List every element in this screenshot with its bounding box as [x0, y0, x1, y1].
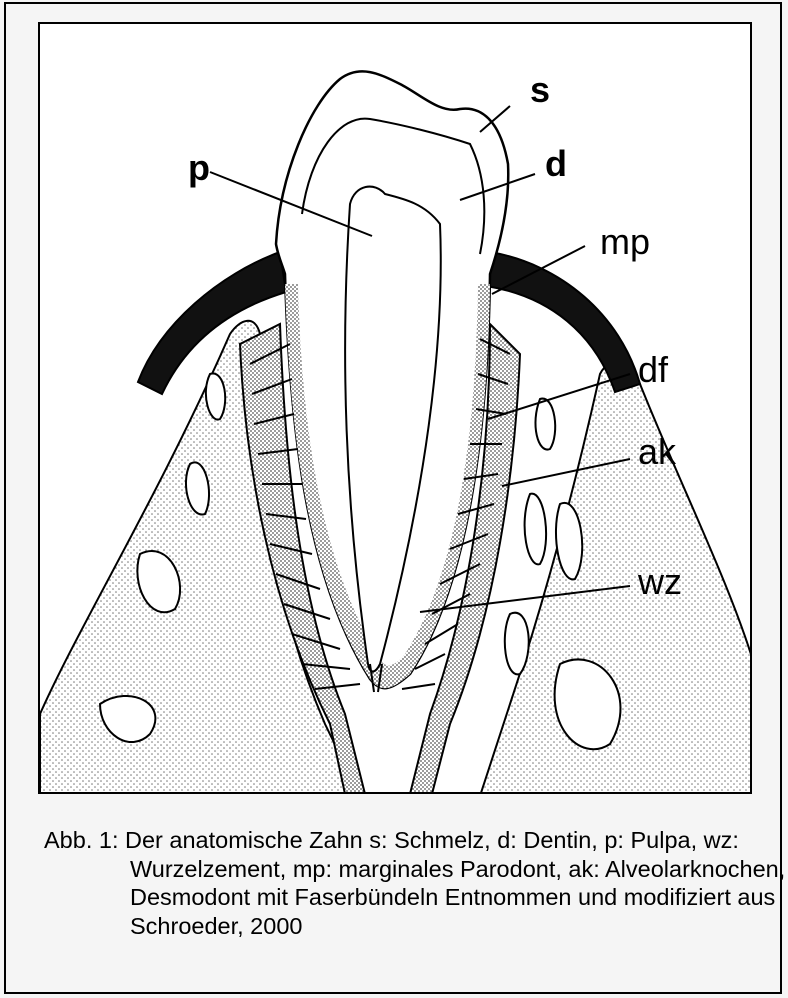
tooth-illustration: s d p mp df ak wz: [40, 24, 752, 794]
right-bone-cavity-2: [525, 494, 547, 565]
figure-box: s d p mp df ak wz Abb. 1: Der anatomisch…: [4, 2, 782, 994]
right-bone-cavity-4: [505, 613, 529, 675]
label-wz: wz: [637, 561, 682, 602]
label-mp: mp: [600, 221, 650, 262]
label-ak: ak: [638, 431, 677, 472]
figure-caption: Abb. 1: Der anatomische Zahn s: Schmelz,…: [44, 826, 788, 940]
label-p: p: [188, 147, 210, 188]
label-d: d: [545, 143, 567, 184]
right-bone-cavity: [535, 399, 555, 450]
tooth-diagram: s d p mp df ak wz: [38, 22, 752, 794]
label-s: s: [530, 69, 550, 110]
label-df: df: [638, 349, 669, 390]
